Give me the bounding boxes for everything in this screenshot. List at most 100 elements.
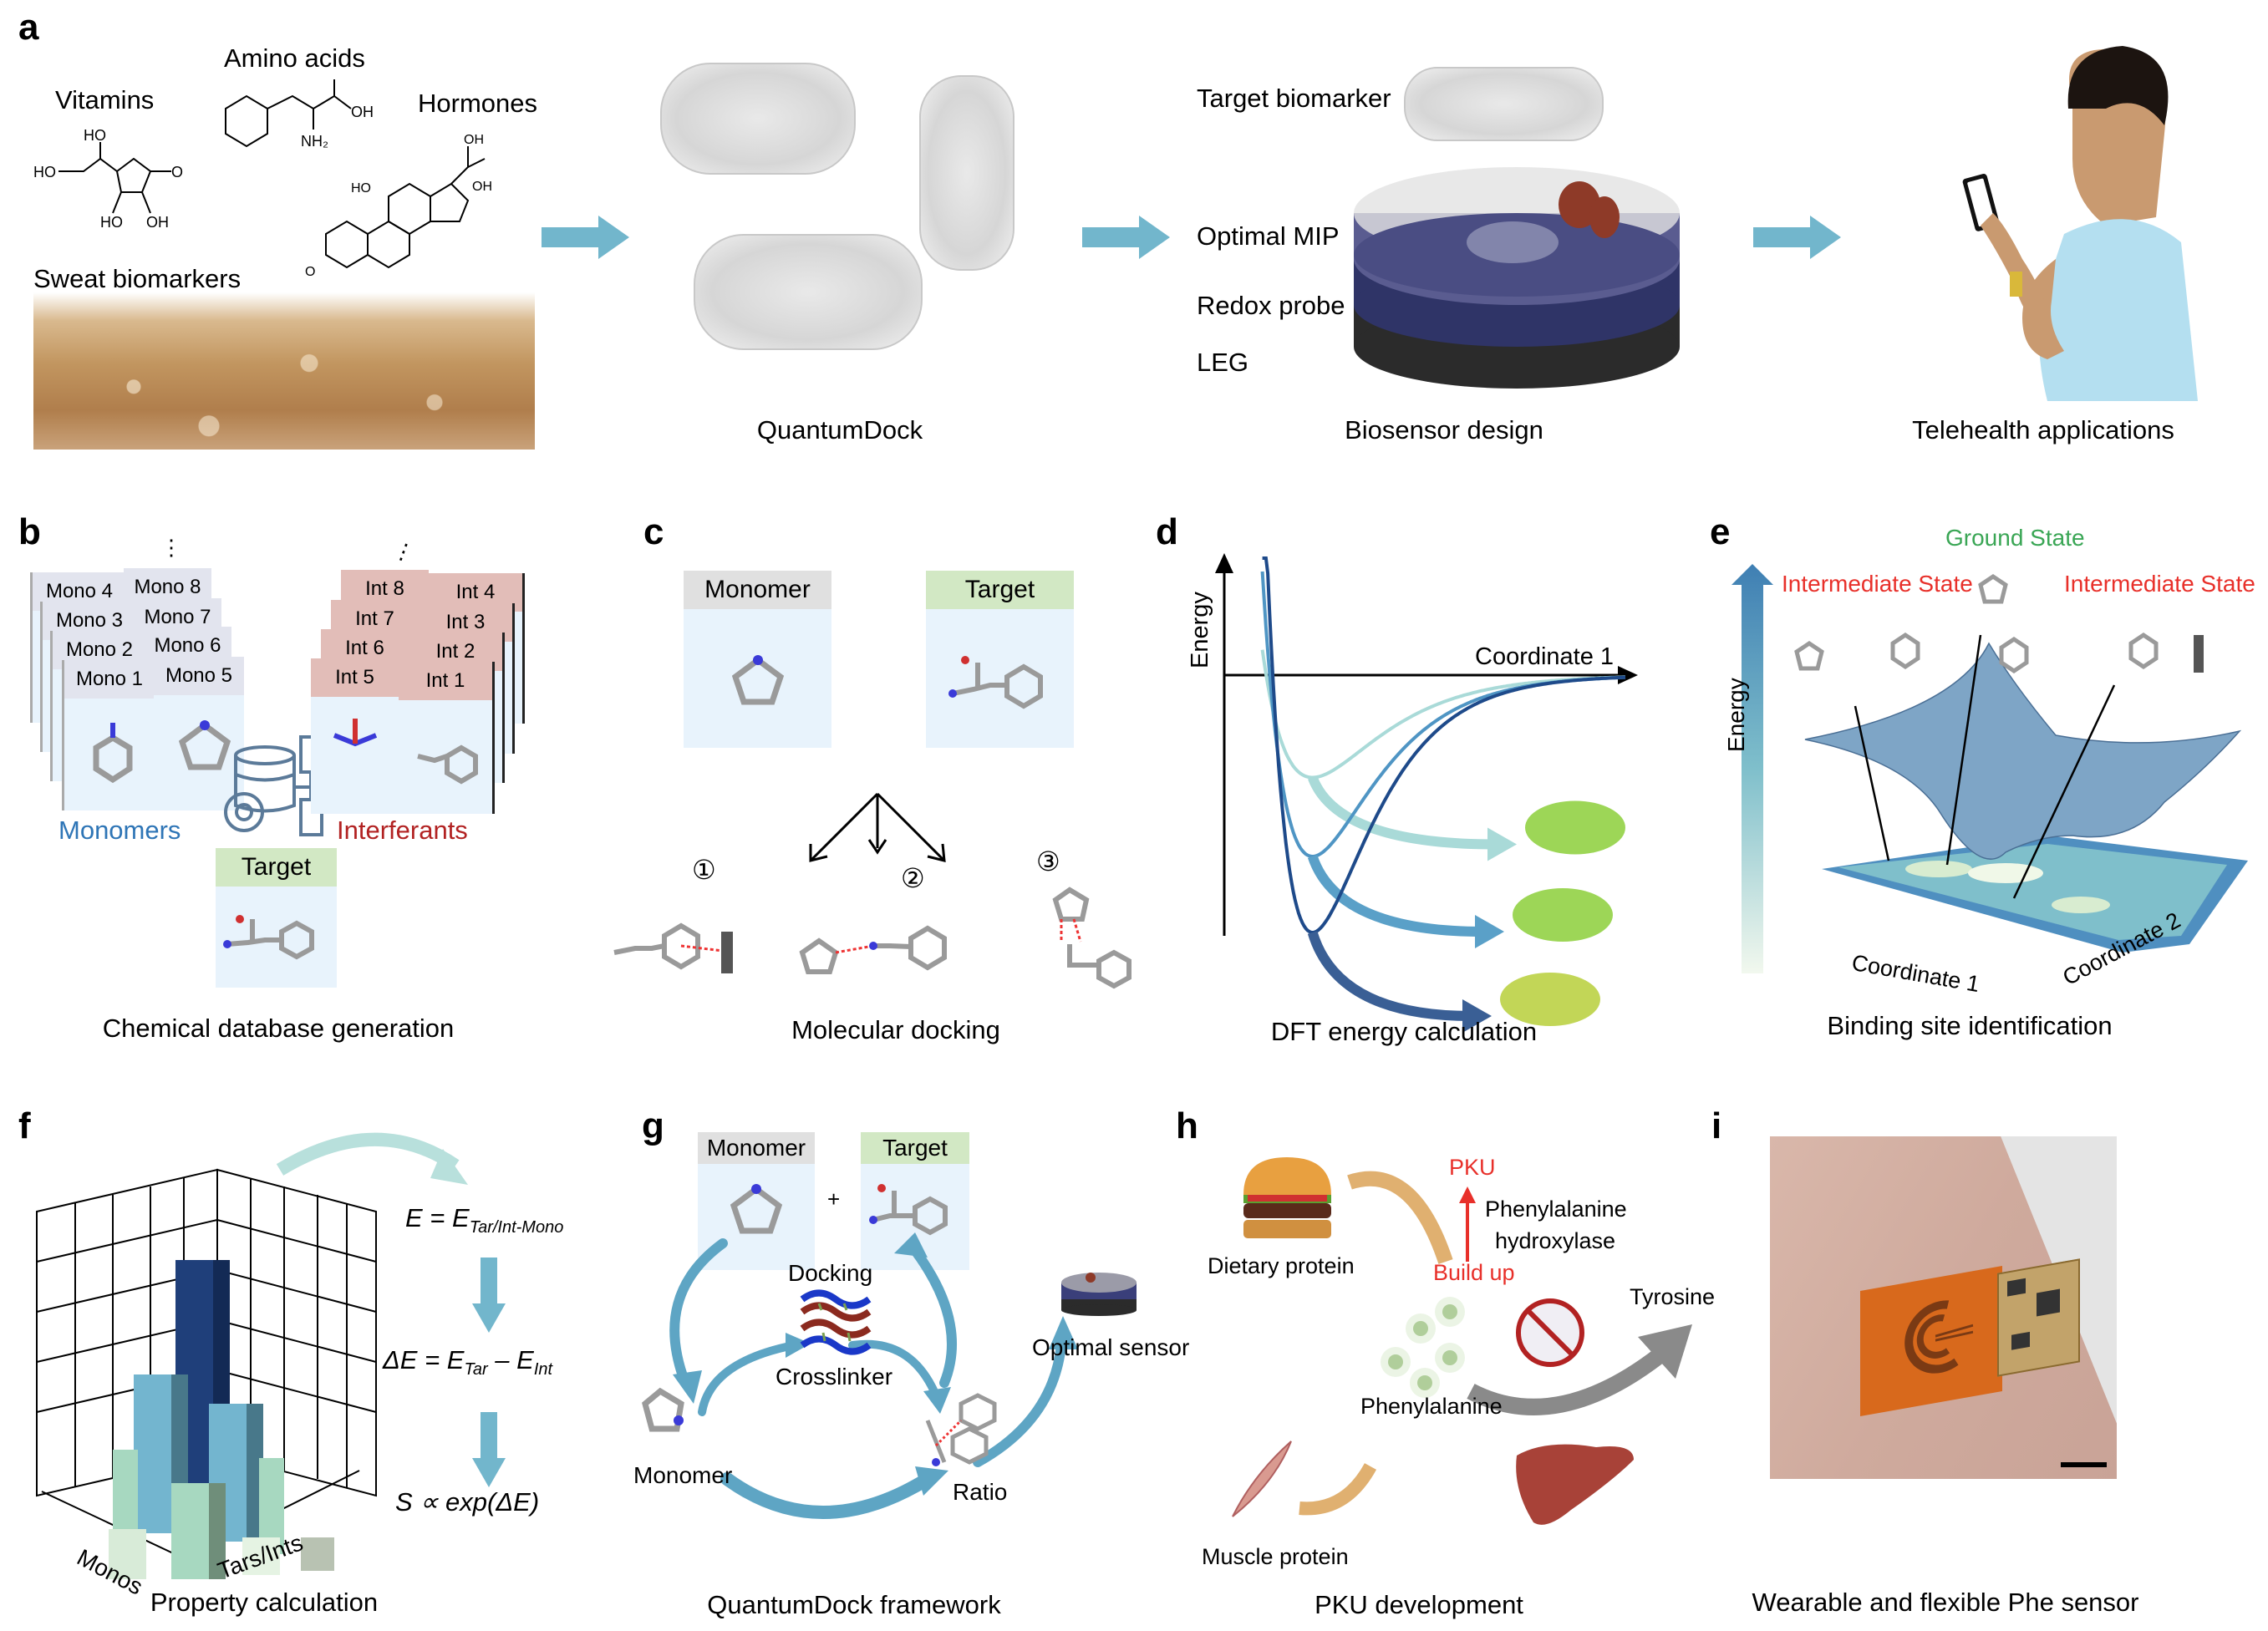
aniline-molecule-icon	[93, 723, 133, 784]
ratio-complex-icon	[925, 1393, 997, 1466]
tyrosine-flow-arrow	[1467, 1324, 1692, 1415]
down-arrow-icon	[472, 1412, 506, 1487]
bar-green-left	[113, 1450, 138, 1542]
enzyme-label-line1: Phenylalanine	[1485, 1197, 1627, 1222]
muscle-protein-label: Muscle protein	[1202, 1544, 1349, 1569]
target-card: Target	[926, 571, 1074, 748]
pose-3-number: ③	[1036, 846, 1060, 877]
dft-axes	[1215, 553, 1638, 936]
urea-molecule-icon	[333, 719, 378, 747]
build-up-label: Build up	[1433, 1260, 1515, 1285]
optimal-sensor-label: Optimal sensor	[1032, 1334, 1190, 1360]
dietary-protein-label: Dietary protein	[1208, 1253, 1355, 1278]
svg-text:HO: HO	[33, 164, 56, 180]
dietary-flow-arrow	[1347, 1171, 1453, 1264]
pose-1-number: ①	[692, 854, 716, 886]
target-card: Target	[216, 848, 337, 988]
phenylalanine-molecule-icon	[223, 915, 314, 960]
amino-acids-label: Amino acids	[224, 43, 365, 73]
phenylalanine-molecule-icon	[869, 1184, 948, 1236]
svg-text:OH: OH	[351, 104, 374, 120]
docking-pose-2	[799, 925, 947, 974]
svg-text:HO: HO	[100, 214, 123, 231]
panel-a-letter: a	[18, 7, 39, 48]
pose-arrowhead-1	[1487, 827, 1517, 861]
amino-acid-3d-molecule	[919, 75, 1014, 271]
quantumdock-caption: QuantumDock	[756, 415, 923, 445]
e-energy-axis-label: Energy	[1723, 678, 1749, 752]
equation-delta-energy: ΔE = ETar – EInt	[383, 1345, 553, 1379]
intermediate-state-right-label: Intermediate State	[2064, 571, 2255, 597]
panel-h-letter: h	[1176, 1105, 1198, 1146]
hormones-label: Hormones	[418, 89, 537, 118]
electrostatic-surface-3	[1500, 973, 1600, 1026]
crosslinker-polymer-icon	[800, 1289, 872, 1355]
curved-arrow-icon	[276, 1132, 468, 1185]
flexible-sensor-patch	[1860, 1266, 2002, 1416]
ratio-label: Ratio	[953, 1479, 1008, 1505]
docking-pose-3	[1052, 887, 1131, 989]
bar-pale	[109, 1529, 146, 1579]
panel-g-letter: g	[642, 1105, 664, 1146]
y-axis-arrowhead	[1215, 553, 1233, 573]
pyrrole-molecule-icon	[731, 655, 785, 705]
monomer-label: Monomer	[633, 1462, 733, 1488]
hormone-3d-molecule	[694, 234, 923, 350]
panel-d-caption: DFT energy calculation	[1270, 1017, 1538, 1046]
docking-pose-1	[613, 922, 733, 973]
pyrrole-molecule-icon	[178, 720, 231, 770]
bar-green-mid	[171, 1483, 209, 1579]
equation-selectivity: S ∝ exp(ΔE)	[395, 1487, 540, 1517]
pose-arrowhead-3	[1462, 999, 1492, 1033]
pyrrole-molecule-icon	[730, 1184, 783, 1234]
phenylalanine-particles	[1381, 1297, 1465, 1398]
interferants-label: Interferants	[337, 816, 468, 845]
sweat-biomarkers-label: Sweat biomarkers	[33, 264, 242, 293]
pku-up-arrow-icon	[1459, 1186, 1476, 1262]
telehealth-caption: Telehealth applications	[1912, 415, 2174, 445]
y-axis-label: Energy	[1187, 592, 1213, 668]
optimal-mip-label: Optimal MIP	[1197, 221, 1340, 251]
bar-pale	[301, 1537, 334, 1571]
pose-arrow-3	[1307, 931, 1472, 1021]
svg-text:NH₂: NH₂	[301, 133, 328, 150]
equation-energy: E = ETar/Int-Mono	[405, 1203, 564, 1237]
panel-b-letter: b	[18, 511, 41, 552]
svg-text:O: O	[171, 164, 183, 180]
sweat-droplets	[33, 292, 535, 450]
chip	[2007, 1278, 2026, 1297]
energy-gradient-arrow	[1732, 564, 1773, 973]
panel-e-caption: Binding site identification	[1827, 1011, 2113, 1040]
pose-arrow-2	[1307, 854, 1484, 937]
tryptophan-molecule-icon	[417, 744, 478, 785]
liver-icon	[1516, 1444, 1634, 1525]
no-enzyme-icon	[1516, 1298, 1584, 1367]
biosensor-layers-illustration	[1354, 167, 1680, 389]
electrostatic-surface-1	[1525, 800, 1625, 855]
ground-state-label: Ground State	[1945, 525, 2085, 551]
phenylalanine-label: Phenylalanine	[1360, 1394, 1503, 1419]
svg-text:HO: HO	[351, 181, 371, 196]
svg-text:O: O	[305, 265, 315, 279]
e-molecules	[1794, 573, 2204, 674]
chip	[2011, 1331, 2030, 1350]
burger-icon	[1243, 1157, 1331, 1238]
vitamin-3d-molecule	[660, 63, 856, 175]
plus-sign: +	[827, 1186, 841, 1212]
redox-probe-label: Redox probe	[1197, 291, 1345, 320]
svg-text:OH: OH	[464, 133, 484, 147]
telehealth-person-illustration	[1962, 46, 2198, 401]
target-biomarker-molecule	[1404, 67, 1604, 141]
panel-e-letter: e	[1710, 511, 1731, 552]
interferant-ellipsis: ⋮	[389, 536, 419, 567]
optimal-sensor-icon	[1061, 1273, 1137, 1316]
chip	[2037, 1288, 2060, 1317]
pose-arrowhead-2	[1475, 915, 1504, 948]
panel-i-caption: Wearable and flexible Phe sensor	[1752, 1588, 2139, 1617]
3d-bars	[109, 1260, 334, 1579]
mono-card-1: Mono 1	[62, 660, 155, 810]
svg-text:OH: OH	[472, 180, 492, 194]
bar-pale	[242, 1537, 280, 1575]
energy-curve-3	[1262, 556, 1626, 935]
panel-f-letter: f	[18, 1105, 31, 1146]
